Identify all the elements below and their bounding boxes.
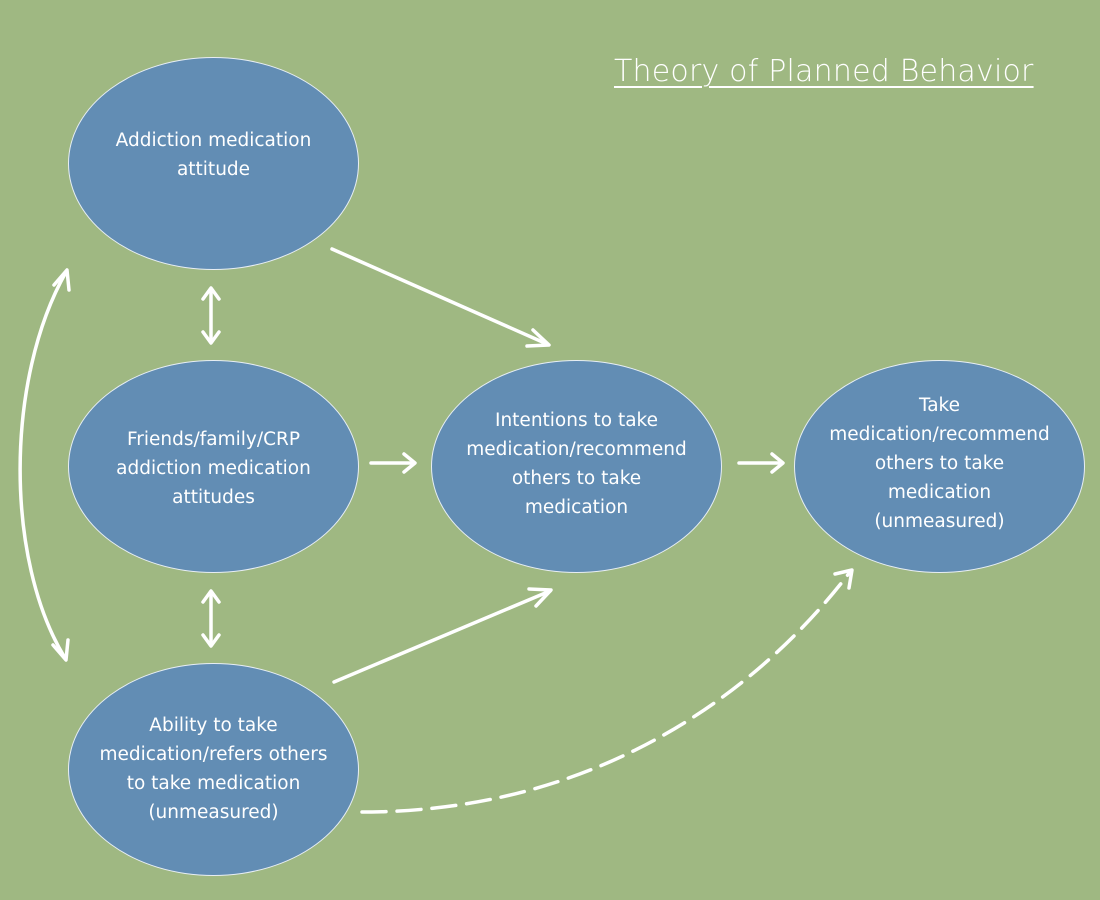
arrow-attitude-to-intentions bbox=[330, 247, 551, 348]
arrow-ability-to-behavior-dashed bbox=[360, 568, 854, 814]
node-attitude-label: Addiction medication attitude bbox=[115, 129, 312, 180]
arrow-intentions-to-behavior bbox=[737, 452, 785, 474]
node-attitude: Addiction medication attitude bbox=[68, 57, 359, 270]
diagram-title: Theory of Planned Behavior bbox=[614, 54, 1034, 89]
node-norms: Friends/family/CRP addiction medication … bbox=[68, 360, 359, 573]
node-behavior-label: Take medication/recommend others to take… bbox=[829, 394, 1050, 532]
node-behavior: Take medication/recommend others to take… bbox=[794, 360, 1085, 573]
node-ability-label: Ability to take medication/refers others… bbox=[99, 715, 328, 823]
node-intentions: Intentions to take medication/recommend … bbox=[431, 360, 722, 573]
arrow-attitude-ability-curved bbox=[18, 268, 71, 662]
node-ability: Ability to take medication/refers others… bbox=[68, 663, 359, 876]
arrow-attitude-norms-bidirectional bbox=[201, 286, 221, 345]
arrow-norms-to-intentions bbox=[369, 452, 417, 474]
node-norms-label: Friends/family/CRP addiction medication … bbox=[116, 428, 311, 508]
arrow-norms-ability-bidirectional bbox=[201, 589, 221, 648]
arrow-ability-to-intentions bbox=[332, 587, 553, 684]
node-intentions-label: Intentions to take medication/recommend … bbox=[466, 409, 687, 518]
